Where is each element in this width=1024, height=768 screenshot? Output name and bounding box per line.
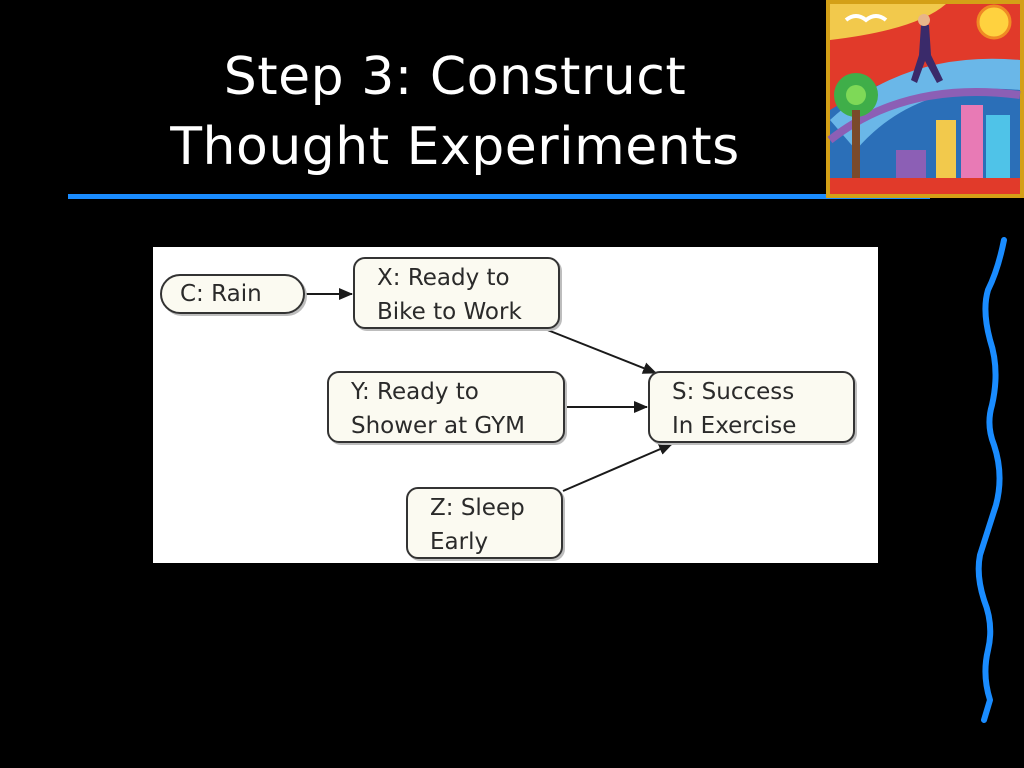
node-z-sleep-early: Z: Sleep Early — [406, 487, 563, 559]
slide-title: Step 3: Construct Thought Experiments — [60, 42, 850, 182]
diagram-arrows — [305, 288, 673, 492]
node-s-line-1: S: Success — [672, 379, 795, 405]
title-underline — [68, 194, 930, 199]
corner-illustration-icon — [826, 0, 1024, 198]
node-x-line-1: X: Ready to — [377, 265, 510, 291]
title-line-2: Thought Experiments — [170, 117, 740, 177]
node-c-line-1: C: Rain — [180, 281, 262, 307]
causal-diagram: C: Rain X: Ready to Bike to Work Y: Read… — [153, 247, 878, 563]
node-s-line-2: In Exercise — [672, 413, 797, 439]
node-y-line-2: Shower at GYM — [351, 413, 525, 439]
node-c-rain: C: Rain — [160, 274, 305, 314]
node-z-line-2: Early — [430, 529, 489, 555]
edge-x-to-s — [544, 328, 657, 374]
decorative-lightning-squiggle — [975, 237, 1007, 723]
node-y-line-1: Y: Ready to — [351, 379, 479, 405]
node-s-success-in-exercise: S: Success In Exercise — [648, 371, 855, 443]
node-x-ready-to-bike: X: Ready to Bike to Work — [353, 257, 560, 329]
title-line-1: Step 3: Construct — [223, 47, 687, 107]
node-z-line-1: Z: Sleep — [430, 495, 525, 521]
node-x-line-2: Bike to Work — [377, 299, 522, 325]
edge-z-to-s — [562, 443, 673, 492]
node-y-ready-to-shower: Y: Ready to Shower at GYM — [327, 371, 565, 443]
